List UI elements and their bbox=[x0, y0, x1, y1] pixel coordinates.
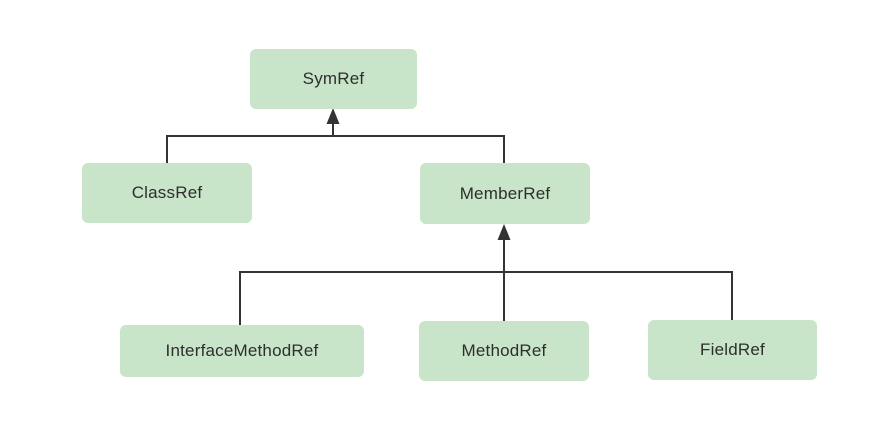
arrowhead-memberref bbox=[497, 224, 511, 240]
edge-bracket-level2 bbox=[239, 271, 733, 325]
edge-bracket-level1 bbox=[166, 135, 505, 163]
node-memberref: MemberRef bbox=[420, 163, 590, 224]
node-methodref: MethodRef bbox=[419, 321, 589, 381]
node-symref: SymRef bbox=[250, 49, 417, 109]
node-interfacemethodref: InterfaceMethodRef bbox=[120, 325, 364, 377]
node-memberref-label: MemberRef bbox=[459, 183, 551, 203]
node-classref: ClassRef bbox=[82, 163, 252, 223]
node-fieldref-label: FieldRef bbox=[700, 340, 765, 359]
node-fieldref: FieldRef bbox=[648, 320, 817, 380]
node-classref-label: ClassRef bbox=[131, 183, 203, 202]
node-methodref-label: MethodRef bbox=[461, 341, 547, 360]
arrowhead-symref bbox=[326, 108, 340, 124]
node-interfacemethodref-label: InterfaceMethodRef bbox=[165, 341, 319, 360]
node-symref-label: SymRef bbox=[302, 69, 365, 88]
